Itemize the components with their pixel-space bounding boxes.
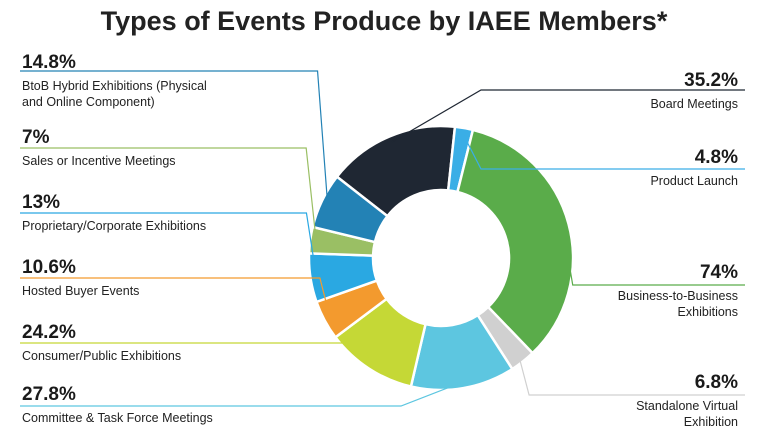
slice-category-label: Exhibition: [684, 415, 738, 429]
slice-labels: 35.2% Board Meetings 4.8% Product Launch 74%…: [22, 52, 738, 429]
leader-line-1: [462, 133, 745, 170]
slice-category-label: Sales or Incentive Meetings: [22, 154, 176, 168]
slice-category-label: Product Launch: [650, 174, 738, 188]
leader-line-5: [20, 342, 373, 364]
leader-line-2: [562, 225, 745, 286]
slice-value-label: 74%: [700, 262, 738, 283]
leader-lines: [20, 70, 745, 407]
slice-value-label: 14.8%: [22, 52, 76, 73]
leader-line-8: [20, 147, 317, 241]
slice-9: [311, 174, 390, 244]
slice-category-label: BtoB Hybrid Exhibitions (Physical: [22, 79, 207, 93]
slice-value-label: 27.8%: [22, 384, 76, 405]
leader-line-0: [391, 89, 745, 143]
slice-category-label: Board Meetings: [650, 97, 738, 111]
slice-value-label: 35.2%: [684, 70, 738, 91]
slice-category-label: Standalone Virtual: [636, 399, 738, 413]
donut-slices: [307, 124, 575, 392]
slice-category-label: Proprietary/Corporate Exhibitions: [22, 219, 206, 233]
leader-line-4: [20, 381, 463, 407]
slice-category-label: Business-to-Business: [618, 289, 738, 303]
slice-value-label: 6.8%: [695, 372, 738, 393]
chart-title: Types of Events Produce by IAEE Members*: [101, 6, 668, 36]
slice-value-label: 13%: [22, 192, 60, 213]
leader-line-7: [20, 212, 318, 278]
slice-value-label: 7%: [22, 127, 50, 148]
slice-category-label: Exhibitions: [678, 305, 738, 319]
slice-value-label: 10.6%: [22, 257, 76, 278]
slice-value-label: 24.2%: [22, 322, 76, 343]
slice-category-label: Hosted Buyer Events: [22, 284, 139, 298]
slice-category-label: and Online Component): [22, 95, 155, 109]
leader-line-9: [20, 70, 329, 204]
slice-category-label: Committee & Task Force Meetings: [22, 411, 213, 425]
leader-line-3: [518, 356, 745, 396]
leader-line-6: [20, 277, 331, 318]
slice-2: [455, 128, 575, 355]
slice-value-label: 4.8%: [695, 147, 738, 168]
slice-category-label: Consumer/Public Exhibitions: [22, 349, 181, 363]
